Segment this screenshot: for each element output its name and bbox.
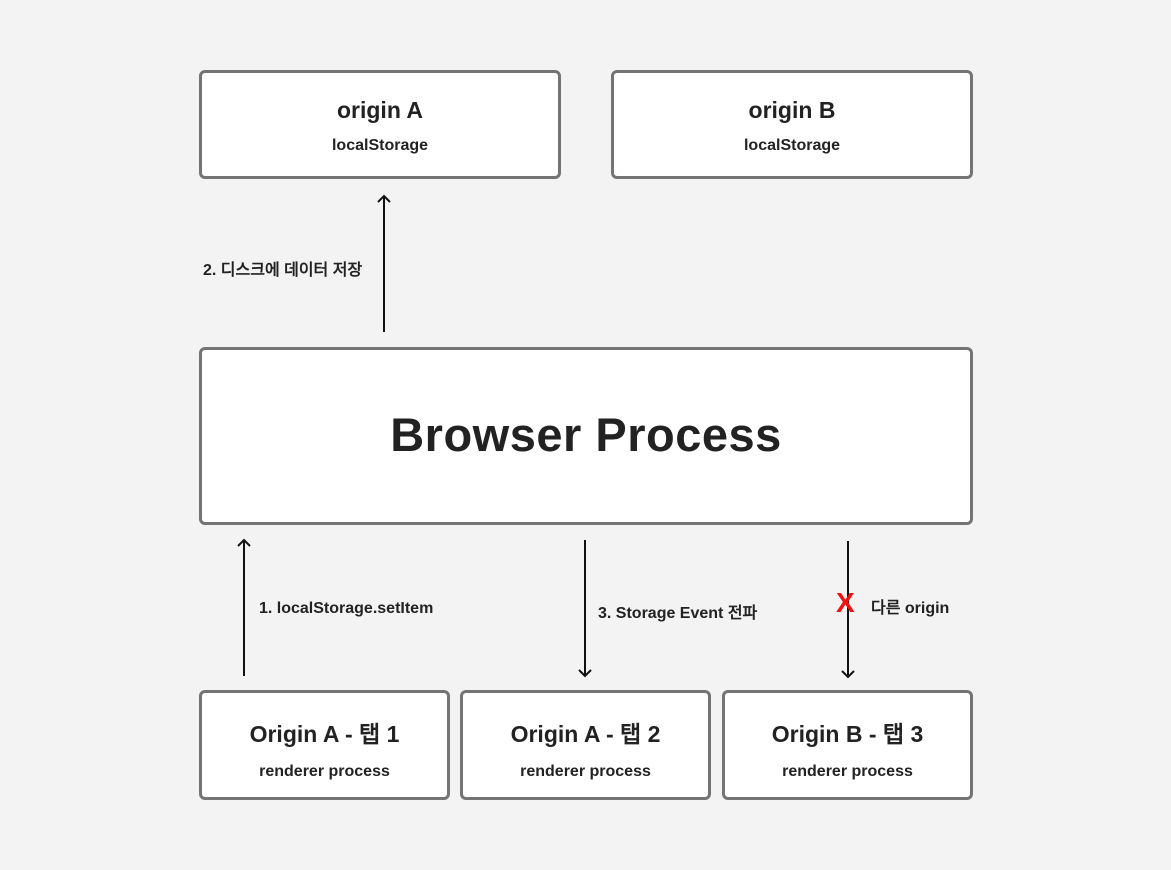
browser-process-title: Browser Process (390, 408, 782, 461)
tab-subtitle: renderer process (259, 763, 390, 780)
tab-subtitle: renderer process (782, 763, 913, 780)
browser-process-box: Browser Process (199, 347, 973, 525)
origin-a-storage-box: origin A localStorage (199, 70, 561, 179)
storage-subtitle: localStorage (743, 137, 841, 154)
tab-title: Origin A - 탭 1 (249, 721, 400, 747)
tab-1-box: Origin A - 탭 1 renderer process (199, 690, 450, 800)
different-origin-label: 다른 origin (871, 600, 950, 617)
tab-2-box: Origin A - 탭 2 renderer process (460, 690, 711, 800)
setitem-label: 1. localStorage.setItem (259, 600, 434, 617)
save-to-disk-label: 2. 디스크에 데이터 저장 (203, 262, 363, 279)
tab-title: Origin B - 탭 3 (771, 721, 924, 747)
storage-title: origin A (336, 97, 424, 123)
tab-title: Origin A - 탭 2 (510, 721, 661, 747)
tab-3-box: Origin B - 탭 3 renderer process (722, 690, 973, 800)
storage-title: origin B (748, 97, 836, 123)
storage-event-label: 3. Storage Event 전파 (598, 605, 758, 622)
storage-subtitle: localStorage (331, 137, 429, 154)
blocked-x-mark: X (836, 587, 855, 618)
origin-b-storage-box: origin B localStorage (611, 70, 973, 179)
tab-subtitle: renderer process (520, 763, 651, 780)
